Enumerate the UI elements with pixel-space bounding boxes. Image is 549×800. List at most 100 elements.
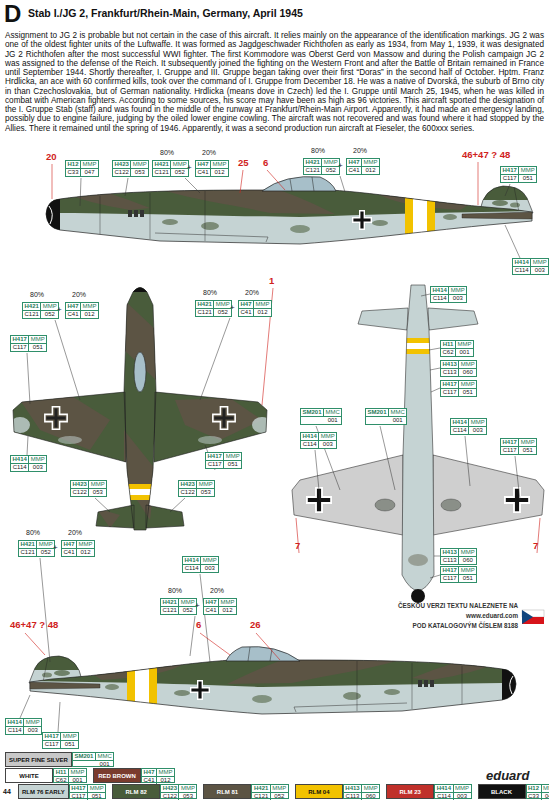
color-callout: H421MMPC121052 [195, 300, 232, 317]
legend-entry: RLM 81 H421MMPC121052 [203, 784, 288, 799]
paint-code: C113 [441, 369, 459, 376]
color-name: RLM 23 [400, 789, 421, 795]
mix-ratio: 80% [30, 291, 44, 299]
paint-code: MMP [157, 769, 174, 777]
marking-callout: 6 [263, 158, 268, 168]
paint-code: H11 [441, 341, 456, 349]
paint-code: MMP [459, 361, 476, 369]
paint-code: C117 [11, 344, 29, 351]
color-name: SUPER FINE SILVER [9, 757, 68, 763]
drawing-part [402, 285, 434, 591]
paint-code: 003 [24, 727, 41, 734]
czech-note: ČESKOU VERZI TEXTU NALEZNETE NA [380, 603, 518, 610]
drawing-part [27, 318, 230, 512]
paint-code: H12 [66, 161, 81, 169]
paint-code: MMP [454, 785, 471, 793]
paint-code: C41 [62, 549, 77, 556]
paint-code: MMP [459, 549, 476, 557]
paint-code-box: H421MMPC121052 [251, 784, 288, 799]
paint-code: C41 [66, 311, 81, 318]
mix-ratio: 80% [311, 147, 325, 155]
color-callout: H47MMPC41012 [61, 540, 95, 557]
drawing-part [175, 398, 262, 440]
paint-code: MMP [362, 785, 379, 793]
color-swatch: RLM 81 [203, 784, 251, 799]
paint-code: 053 [197, 489, 214, 496]
paint-code: 001 [69, 777, 86, 784]
color-callout: H414MMPC114003 [182, 556, 219, 573]
legend-entry: RED BROWNH47MMPC41012 [93, 768, 175, 783]
paint-code: H421 [196, 301, 214, 309]
paint-code: MMC [324, 409, 341, 417]
drawing-part [120, 495, 160, 500]
paint-code: MMP [171, 161, 188, 169]
paint-code: H414 [301, 433, 319, 441]
color-callout: H47MMPC41012 [195, 160, 229, 177]
mix-ratio: 20% [202, 149, 216, 157]
paint-code: 060 [459, 369, 476, 376]
paint-code: MMP [449, 287, 466, 295]
drawing-part [10, 417, 30, 433]
paint-code: 012 [254, 309, 271, 316]
paint-code: MMP [29, 456, 46, 464]
paint-code: H421 [153, 161, 171, 169]
paint-code: MMP [211, 161, 228, 169]
drawing-part [58, 436, 82, 444]
mix-sign: + [53, 544, 58, 553]
plate-title: Stab I./JG 2, Frankfurt/Rhein-Main, Germ… [28, 7, 303, 19]
color-callout: H414MMPC114003 [512, 258, 549, 275]
paint-code: 047 [542, 793, 549, 800]
paint-code: H414 [183, 557, 201, 565]
paint-code: C117 [501, 447, 519, 454]
drawing-part [375, 499, 395, 511]
mix-sign: + [195, 602, 200, 611]
color-callout: H423MMPC122053 [112, 160, 149, 177]
mix-ratio: 20% [72, 291, 86, 299]
paint-code: C117 [70, 793, 88, 800]
paint-code: C121 [19, 549, 37, 556]
legend-entry: BLACKH12MMPC33047 [478, 784, 549, 799]
marking-callout: 26 [250, 620, 261, 630]
color-callout: H417MMPC117051 [440, 380, 477, 397]
drawing-part [22, 647, 522, 720]
paint-code: H414 [6, 719, 24, 727]
color-name: BLACK [491, 789, 512, 795]
paint-code: H421 [161, 599, 179, 607]
color-callout: H47MMPC41012 [203, 598, 237, 615]
color-callout: H423MMPC122053 [178, 480, 215, 497]
color-swatch: WHITE [5, 768, 53, 783]
paint-code: 001 [389, 417, 406, 424]
paint-code: H417 [43, 733, 61, 741]
paint-code: H423 [161, 785, 179, 793]
paint-code: C33 [527, 793, 542, 800]
paint-code: C113 [441, 557, 459, 564]
drawing-part [292, 455, 403, 535]
paint-code: 053 [89, 489, 106, 496]
drawing-part [120, 489, 160, 495]
legend-entry: RLM 82H423MMPC122053 [112, 784, 197, 799]
drawing-part [124, 288, 156, 531]
color-callout: H414MMPC114003 [10, 455, 47, 472]
paint-code: 052 [214, 309, 231, 316]
paint-code: C114 [183, 565, 201, 572]
legend-entry: RLM 04H413MMPC113060 [295, 784, 380, 799]
color-callout: H47MMPC41012 [65, 302, 99, 319]
legend-entry: RLM 23H414MMPC114003 [386, 784, 471, 799]
drawing-part [96, 508, 120, 528]
paint-code: 052 [171, 169, 188, 176]
color-name: RLM 04 [308, 789, 329, 795]
paint-code: 052 [41, 311, 58, 318]
paint-code: MMP [88, 785, 105, 793]
paint-code: MMP [41, 303, 58, 311]
paint-code: MMP [271, 785, 288, 793]
paint-code: C114 [301, 441, 319, 448]
paint-code: 051 [459, 575, 476, 582]
color-name: RLM 81 [217, 789, 238, 795]
drawing-part [146, 505, 184, 528]
paint-code: C113 [344, 793, 362, 800]
paint-code: H413 [441, 361, 459, 369]
color-callout: H417MMPC117051 [205, 452, 242, 469]
drawing-part [120, 484, 160, 489]
drawing-part [522, 610, 533, 624]
color-callout: H414MMPC114003 [430, 286, 467, 303]
